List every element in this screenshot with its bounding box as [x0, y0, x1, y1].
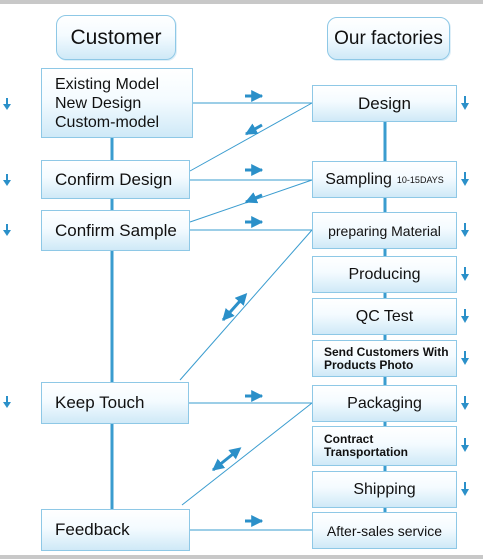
customer-step-confirm-sample: Confirm Sample	[41, 210, 190, 251]
factory-step-shipping: Shipping	[312, 471, 457, 508]
factory-step-preparing-material: preparing Material	[312, 212, 457, 249]
model-line-new: New Design	[55, 94, 142, 112]
diag-material-keep-touch	[179, 229, 313, 381]
factory-step-qc-test: QC Test	[312, 298, 457, 335]
customer-step-confirm-design: Confirm Design	[41, 160, 190, 199]
customer-step-feedback: Feedback	[41, 509, 190, 551]
arrow-down-icon	[461, 396, 469, 410]
sampling-label: Sampling	[325, 170, 392, 188]
customer-step-keep-touch: Keep Touch	[41, 382, 189, 424]
double-arrow-icon	[221, 292, 248, 322]
arrow-down-icon	[3, 98, 11, 110]
arrow-down-icon	[461, 482, 469, 496]
arrow-down-icon	[461, 351, 469, 365]
model-line-existing: Existing Model	[55, 75, 160, 93]
factory-step-sampling: Sampling 10-15DAYS	[312, 161, 457, 198]
factory-step-send-photo: Send Customers With Products Photo	[312, 340, 457, 377]
contract-line-2: Transportation	[324, 445, 409, 459]
factories-header: Our factories	[327, 17, 450, 60]
arrow-back-icon	[244, 192, 263, 204]
factory-step-contract-transportation: Contract Transportation	[312, 426, 457, 466]
model-line-custom: Custom-model	[55, 113, 160, 131]
arrow-down-icon	[461, 438, 469, 452]
contract-line-1: Contract	[324, 432, 374, 446]
customer-step-model: Existing Model New Design Custom-model	[41, 68, 193, 138]
arrow-down-icon	[461, 309, 469, 323]
send-photo-line-2: Products Photo	[324, 357, 414, 372]
arrow-back-icon	[244, 123, 263, 136]
arrow-down-icon	[461, 267, 469, 281]
diag-design-confirm-design	[189, 102, 313, 172]
factory-step-producing: Producing	[312, 256, 457, 293]
arrow-down-icon	[461, 223, 469, 237]
arrow-down-icon	[3, 174, 11, 186]
double-arrow-icon	[212, 447, 242, 472]
arrow-down-icon	[461, 96, 469, 110]
factory-step-packaging: Packaging	[312, 385, 457, 422]
arrow-down-icon	[3, 396, 11, 408]
arrow-down-icon	[3, 224, 11, 236]
factory-step-after-sales: After-sales service	[312, 512, 457, 549]
factory-step-design: Design	[312, 85, 457, 122]
frame-top	[0, 0, 483, 4]
customer-header: Customer	[56, 15, 176, 60]
send-photo-line-1: Send Customers With	[324, 344, 449, 359]
sampling-duration: 10-15DAYS	[396, 174, 444, 185]
diag-packaging-feedback	[181, 402, 313, 506]
arrow-down-icon	[461, 172, 469, 186]
frame-bottom	[0, 555, 483, 559]
